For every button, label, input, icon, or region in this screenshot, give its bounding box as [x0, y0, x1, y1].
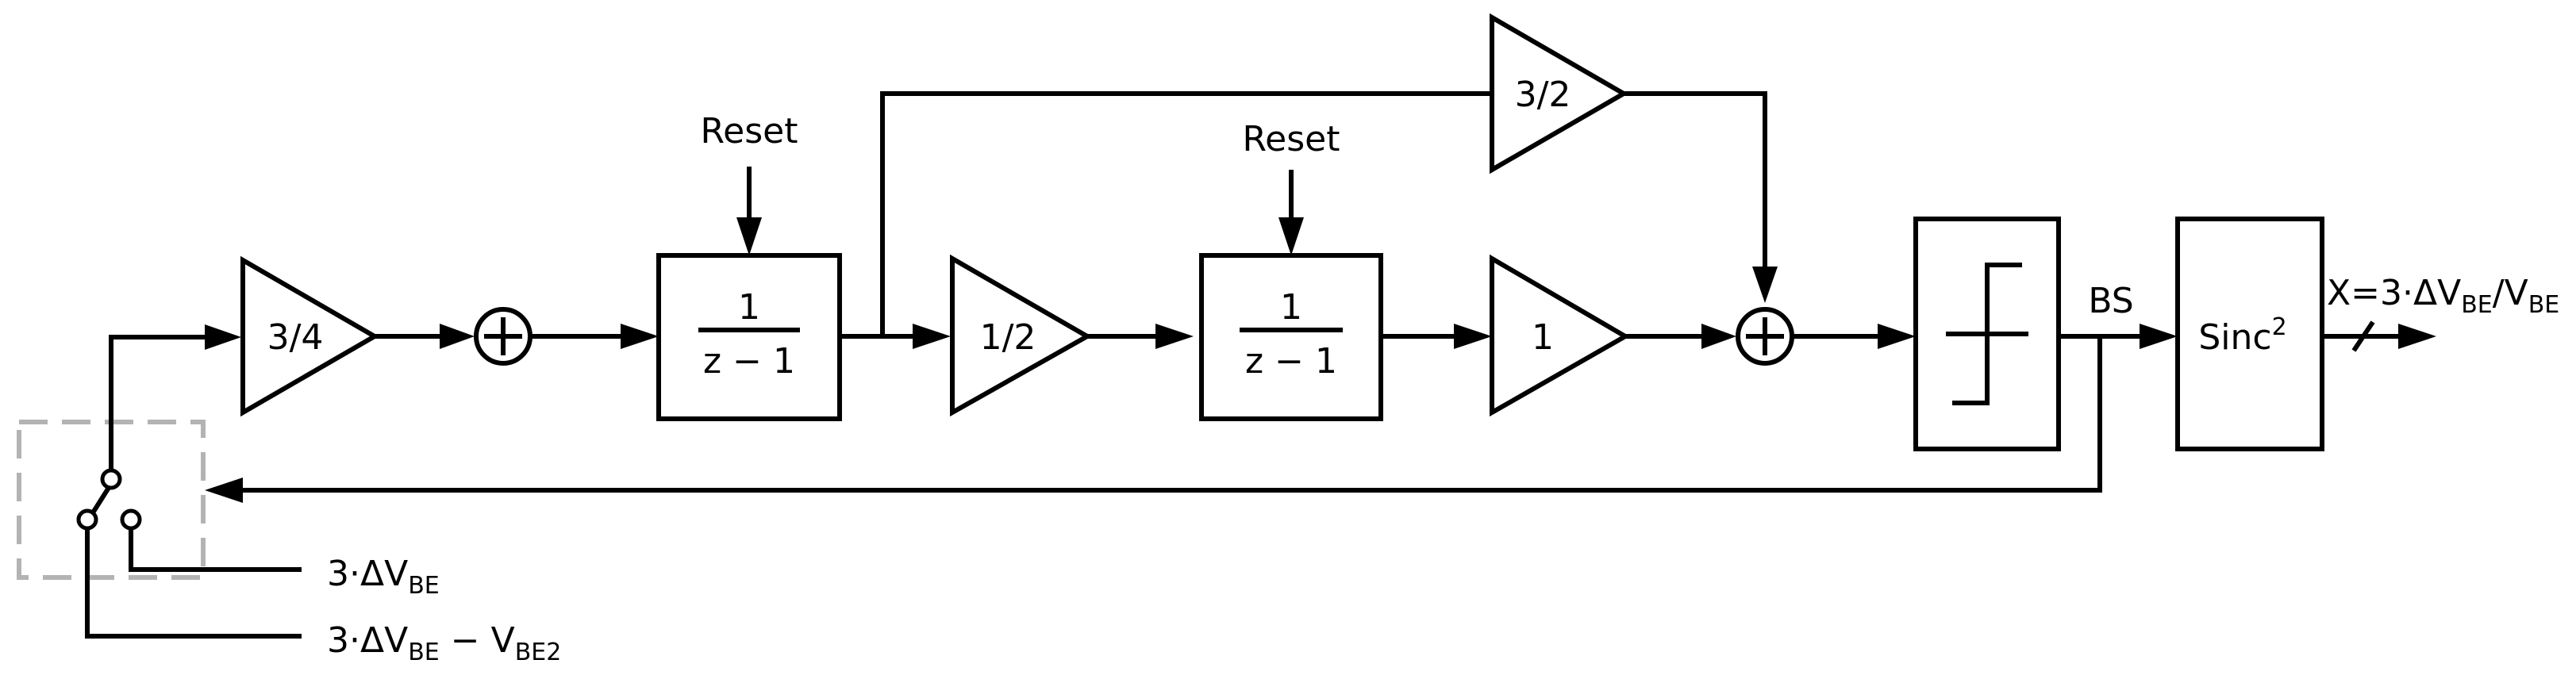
gain-label-3-4: 3/4: [267, 317, 324, 358]
switch-common-node: [100, 468, 122, 490]
sinc-filter-block: [2175, 217, 2324, 451]
arrow-into-quantizer: [1878, 324, 1916, 349]
switch-contact-a: [76, 508, 98, 531]
gain-label-3-2: 3/2: [1515, 75, 1571, 115]
gain-block-1: [1490, 254, 1630, 417]
gain-block-3-2: [1490, 13, 1628, 175]
quantizer-block: [1913, 217, 2061, 451]
wire-switch-to-gain1: [109, 335, 208, 470]
reset-label-2: Reset: [1243, 119, 1340, 159]
arrow-into-sum1: [440, 324, 475, 349]
arrow-into-gain2: [913, 324, 951, 349]
arrow-into-sum2: [1701, 324, 1736, 349]
int2-numerator: 1: [1280, 287, 1302, 328]
input1-label: 3·ΔVBE: [327, 554, 440, 600]
reset-label-1: Reset: [701, 111, 798, 152]
integrator-block-2: [1199, 253, 1383, 421]
gain-block-1-2: [950, 254, 1093, 417]
int2-denominator: z − 1: [1245, 341, 1337, 382]
output-label: X=3·ΔVBE/VBE: [2327, 273, 2559, 319]
arrow-output: [2398, 324, 2436, 349]
gain-label-1-2: 1/2: [980, 317, 1036, 358]
bitstream-label: BS: [2088, 281, 2133, 321]
arrow-reset1: [736, 217, 762, 255]
arrow-into-gain1: [205, 324, 241, 350]
wire-input1: [129, 528, 302, 572]
wire-3-2-to-sum2: [1624, 91, 1767, 270]
wire-feedforward-3-2: [880, 91, 1490, 336]
gain-block-3-4: [240, 255, 379, 417]
bus-slash: [2351, 320, 2375, 352]
switch-contact-b: [120, 508, 142, 531]
arrow-down-into-sum2: [1752, 267, 1778, 303]
arrow-into-int1: [621, 324, 659, 349]
integrator-block-1: [656, 253, 842, 421]
arrow-into-int2: [1155, 324, 1194, 349]
arrow-feedback-into-switch: [205, 478, 243, 503]
int1-numerator: 1: [738, 287, 760, 328]
int1-denominator: z − 1: [703, 341, 795, 382]
wire-input2: [85, 528, 302, 639]
input2-label: 3·ΔVBE − VBE2: [327, 620, 561, 666]
arrow-into-gain3: [1454, 324, 1492, 349]
sinc-filter-label: Sinc2: [2198, 313, 2286, 358]
gain-label-1: 1: [1532, 317, 1554, 358]
wire-feedback: [243, 336, 2102, 493]
arrow-reset2: [1278, 217, 1304, 255]
arrow-into-sinc: [2140, 324, 2178, 349]
